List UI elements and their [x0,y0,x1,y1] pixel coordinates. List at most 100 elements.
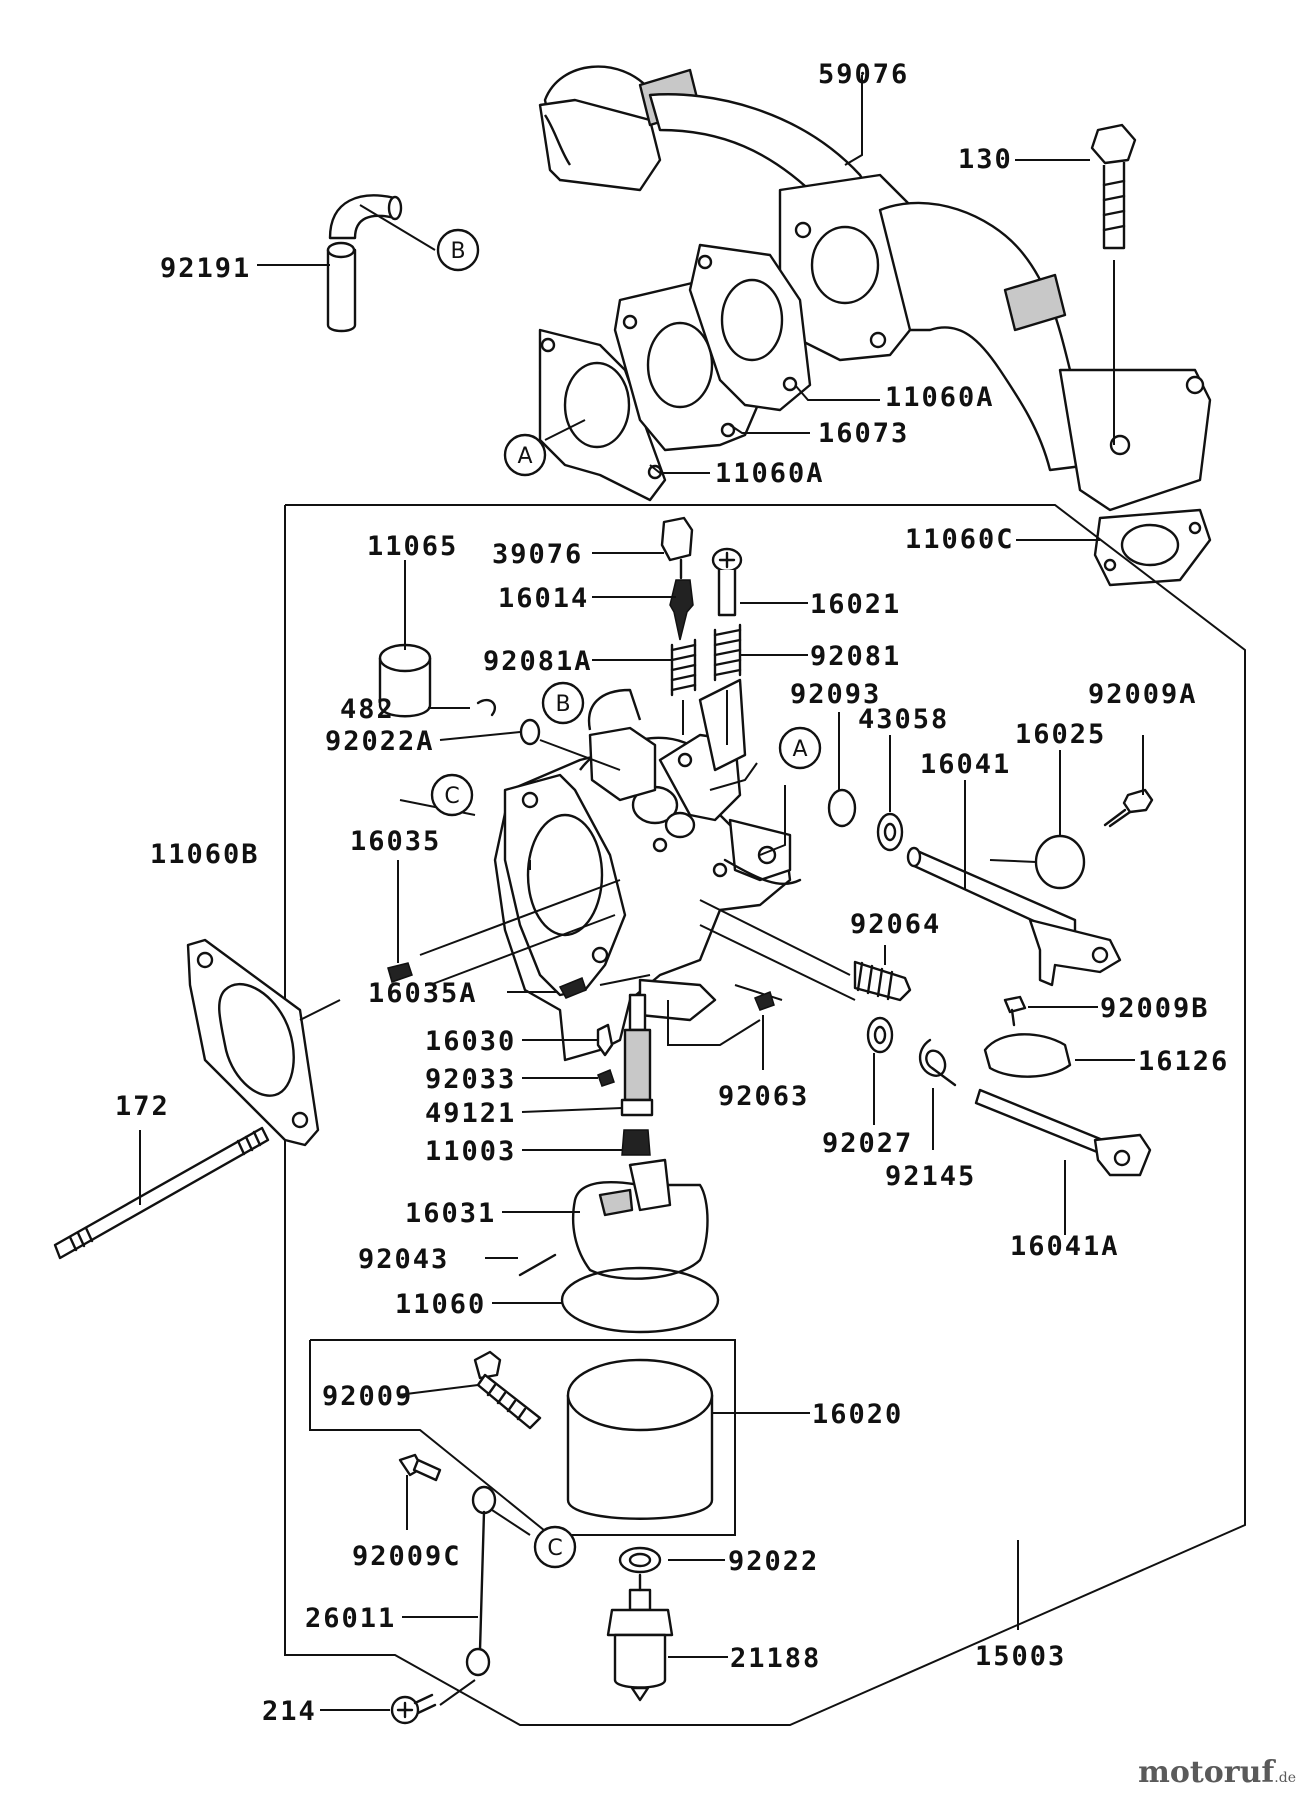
label-11060C: 11060C [905,524,1015,555]
label-482: 482 [340,694,395,725]
label-16025: 16025 [1015,719,1106,750]
svg-text:A: A [517,444,532,469]
label-92027: 92027 [822,1128,913,1159]
label-43058: 43058 [858,704,949,735]
callout-b-hose: B [436,228,480,272]
label-15003: 15003 [975,1641,1066,1672]
watermark-brand: motoruf [1138,1755,1275,1790]
callout-c-wire: C [533,1525,577,1569]
callout-a-carburetor: A [778,726,822,770]
screw-92009C-part [398,1453,442,1482]
pin-92043-part [518,1253,557,1277]
bolt-130-part [1090,123,1137,445]
cap-11065-part [378,643,432,718]
hose-92191-part [326,194,403,333]
callout-a-manifold: A [503,433,547,477]
gasket-stack-part [538,243,812,502]
float-valve-16030-part [596,1023,614,1057]
label-92022: 92022 [728,1546,819,1577]
carburetor-assembly-frame [284,504,1246,1726]
label-92043: 92043 [358,1244,449,1275]
label-16035A: 16035A [368,978,478,1009]
shaft-16041-part [876,812,1122,987]
main-jet-11003-part [621,1129,651,1156]
label-16014: 16014 [498,583,589,614]
o-ring-92093-part [827,788,857,828]
carburetor-body-part [493,678,802,1062]
watermark-logo: motoruf.de [1138,1755,1296,1790]
label-92191: 92191 [160,253,251,284]
label-130: 130 [958,144,1013,175]
label-16126: 16126 [1138,1046,1229,1077]
label-11003: 11003 [425,1136,516,1167]
stud-172-part [53,1126,270,1260]
label-92009C: 92009C [352,1541,462,1572]
label-172: 172 [115,1091,170,1122]
float-bowl-16020-part [566,1358,714,1520]
clip-482-part [476,698,497,717]
svg-text:C: C [444,784,459,809]
label-214: 214 [262,1696,317,1727]
label-16041: 16041 [920,749,1011,780]
label-16030: 16030 [425,1026,516,1057]
label-11060B: 11060B [150,839,260,870]
label-92063: 92063 [718,1081,809,1112]
label-21188: 21188 [730,1643,821,1674]
wire-lead-26011-part [465,1485,497,1677]
label-92145: 92145 [885,1161,976,1192]
spring-92081A-part [670,638,697,735]
callout-c-carburetor: C [430,773,474,817]
label-11060A-top: 11060A [885,382,995,413]
screw-16021-part [711,547,743,617]
label-16031: 16031 [405,1198,496,1229]
washer-92022A-part [519,718,541,746]
drain-solenoid-21188-part [606,1573,674,1702]
screw-214-part [390,1693,437,1725]
choke-plate-16025-part [1034,834,1086,890]
svg-text:B: B [555,692,570,717]
screw-92009A-part [1103,788,1154,828]
shaft-16041A-part [974,1088,1152,1177]
svg-text:C: C [547,1536,562,1561]
pilot-screw-92064-part [853,960,912,1002]
screw-92009B-part [1003,995,1027,1027]
label-92033: 92033 [425,1064,516,1095]
label-16035: 16035 [350,826,441,857]
clip-92033-part [597,1068,615,1087]
gasket-11060C-part [1093,508,1212,587]
float-bowl-gasket-11060-part [560,1266,720,1334]
throttle-plate-16126-part [983,1033,1072,1078]
washer-92022-part [618,1546,662,1574]
spring-92063-part [754,991,775,1011]
emulsion-tube-49121-part [620,993,654,1117]
label-92009B: 92009B [1100,993,1210,1024]
label-11060A-bottom: 11060A [715,458,825,489]
label-92081A: 92081A [483,646,593,677]
label-16020: 16020 [812,1399,903,1430]
float-16031-part [571,1158,709,1280]
label-11060: 11060 [395,1289,486,1320]
label-26011: 26011 [305,1603,396,1634]
label-16041A: 16041A [1010,1231,1120,1262]
washer-92027-part [866,1016,894,1054]
intake-manifold-part [538,65,1212,512]
callout-b-carburetor: B [541,681,585,725]
label-92064: 92064 [850,909,941,940]
screw-16035-part [387,962,413,983]
spring-92081-part [713,623,742,745]
svg-text:B: B [450,239,465,264]
label-92022A: 92022A [325,726,435,757]
label-49121: 49121 [425,1098,516,1129]
gasket-11060B-part [186,938,320,1147]
label-16073: 16073 [818,418,909,449]
label-11065: 11065 [367,531,458,562]
screw-16035A-part [558,977,587,999]
label-92093: 92093 [790,679,881,710]
watermark-tld: .de [1274,1770,1296,1786]
label-92009: 92009 [322,1381,413,1412]
label-39076: 39076 [492,539,583,570]
label-92081: 92081 [810,641,901,672]
spring-92145-part [918,1038,957,1087]
screw-92009-part [473,1350,542,1430]
